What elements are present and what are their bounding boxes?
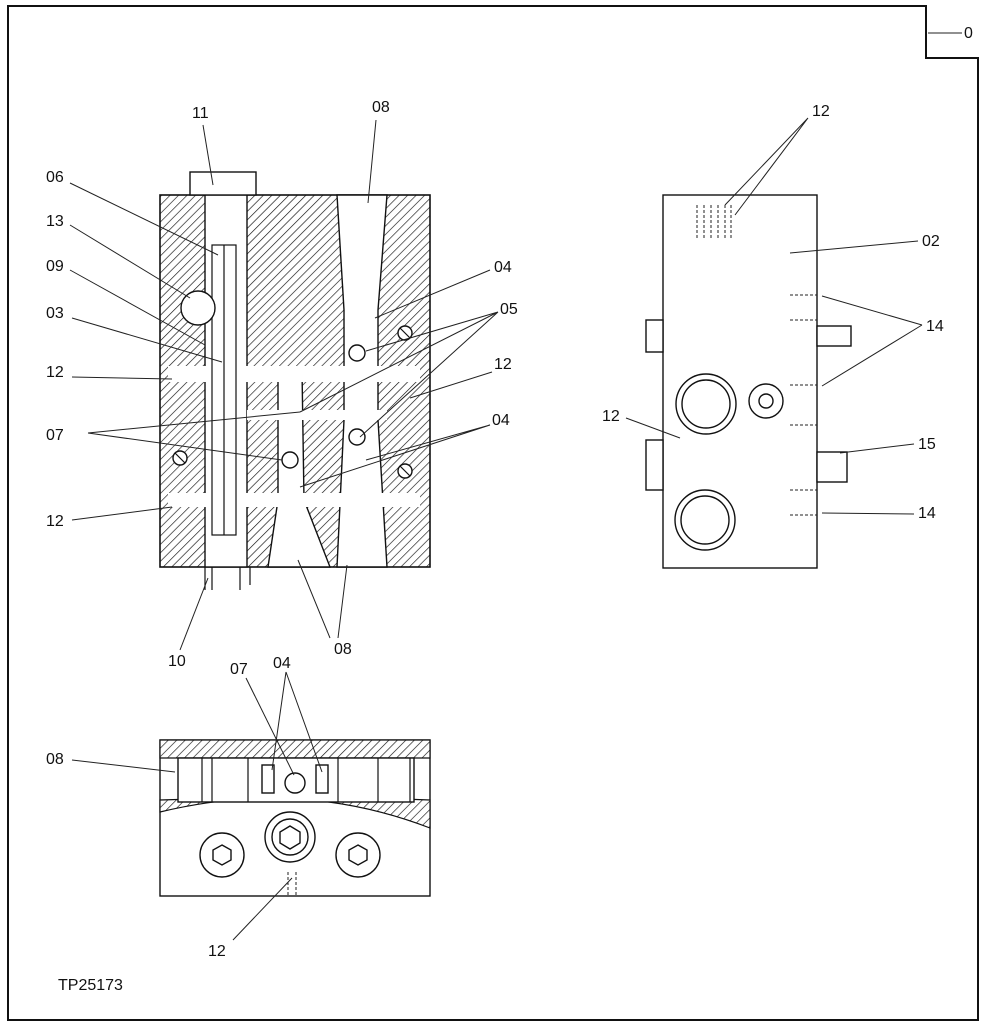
- ball-09: [180, 290, 216, 326]
- fitting-right-mid: [816, 451, 848, 483]
- fitting-right-upper: [816, 325, 852, 347]
- callout-11: 11: [192, 105, 209, 122]
- check-ball-left: [281, 451, 299, 469]
- bottom-hatch-top: [159, 739, 431, 759]
- callout-0: 0: [964, 25, 973, 42]
- callout-07-lower: 07: [230, 661, 248, 678]
- check-ball-upper: [348, 344, 366, 362]
- callout-02: 02: [922, 233, 940, 250]
- port-large-lower-inner: [680, 495, 730, 545]
- passage-upper: [168, 366, 420, 382]
- bottom-view: [159, 739, 431, 897]
- side-leaders: [625, 117, 923, 515]
- callout-13: 13: [46, 213, 64, 230]
- callout-08-top: 08: [372, 99, 390, 116]
- callout-03: 03: [46, 305, 64, 322]
- callout-12-lower: 12: [208, 943, 226, 960]
- callout-04-right-b: 04: [492, 412, 510, 429]
- callout-14-b: 14: [918, 505, 936, 522]
- callout-12-mid: 12: [494, 356, 512, 373]
- figure-id: TP25173: [58, 977, 123, 994]
- callout-08-lower: 08: [46, 751, 64, 768]
- port-small-inner: [758, 393, 774, 409]
- bottom-plug: [204, 567, 251, 590]
- section-view: [159, 171, 431, 590]
- section-leaders: [69, 119, 499, 651]
- passage-mid: [247, 410, 387, 420]
- callout-08-bottom: 08: [334, 641, 352, 658]
- callout-04-lower: 04: [273, 655, 291, 672]
- callout-04-right-a: 04: [494, 259, 512, 276]
- bottom-check-ball: [284, 772, 306, 794]
- port-large-upper-inner: [681, 379, 731, 429]
- passage-lower: [168, 493, 420, 507]
- page-frame: [7, 5, 979, 1021]
- top-cap: [189, 171, 257, 196]
- callout-12-left-a: 12: [46, 364, 64, 381]
- callout-10: 10: [168, 653, 186, 670]
- side-view: [645, 194, 852, 569]
- callout-12-side-top: 12: [812, 103, 830, 120]
- callout-06: 06: [46, 169, 64, 186]
- callout-07-left: 07: [46, 427, 64, 444]
- check-ball-mid: [348, 428, 366, 446]
- callout-15: 15: [918, 436, 936, 453]
- bottom-leaders: [71, 671, 323, 941]
- callout-09: 09: [46, 258, 64, 275]
- callout-12-left-b: 12: [46, 513, 64, 530]
- callout-12-side-left: 12: [602, 408, 620, 425]
- callout-14-a: 14: [926, 318, 944, 335]
- callout-05: 05: [500, 301, 518, 318]
- fitting-left-upper: [645, 319, 664, 353]
- fitting-left-lower: [645, 439, 664, 491]
